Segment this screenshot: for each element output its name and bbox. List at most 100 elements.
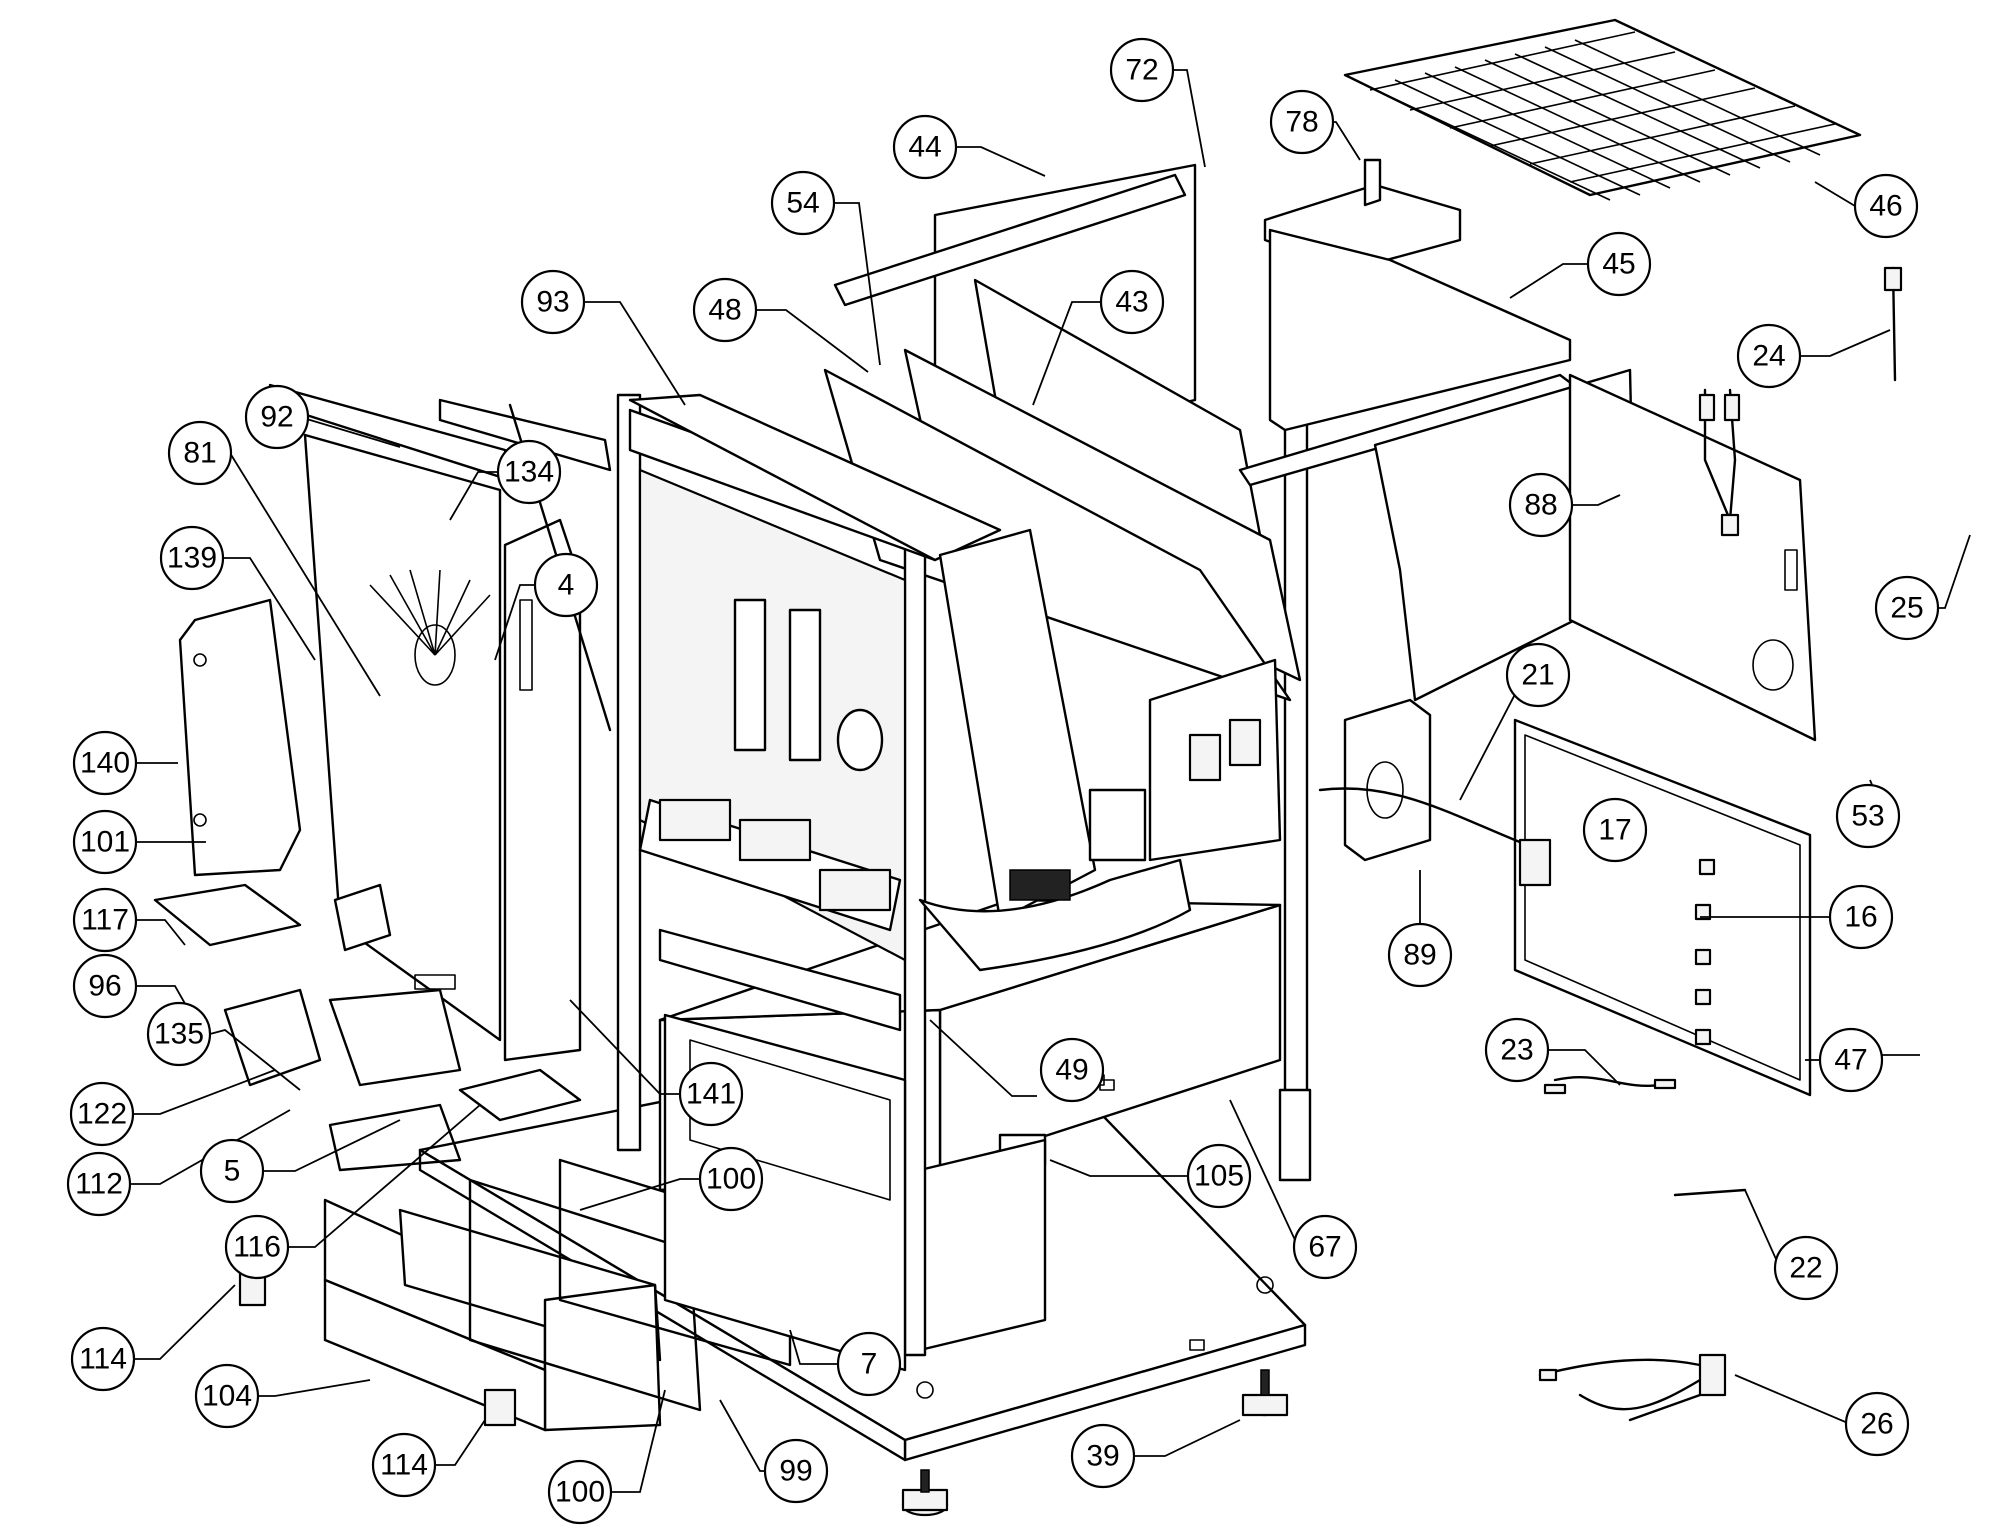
svg-text:53: 53 [1851,800,1884,833]
svg-text:47: 47 [1834,1044,1867,1077]
callout-114-lower: 114 [371,1432,437,1498]
svg-text:45: 45 [1602,248,1635,281]
svg-text:122: 122 [77,1098,127,1131]
callout-122: 122 [69,1081,135,1147]
callout-5: 5 [199,1138,265,1204]
svg-text:7: 7 [861,1348,878,1381]
callout-104: 104 [194,1363,260,1429]
callout-116: 116 [224,1214,290,1280]
svg-text:72: 72 [1125,54,1158,87]
svg-text:81: 81 [183,437,216,470]
svg-text:114: 114 [380,1449,428,1482]
callout-49: 49 [1039,1037,1105,1103]
callout-46: 46 [1853,173,1919,239]
svg-text:116: 116 [233,1231,281,1264]
callout-39: 39 [1070,1423,1136,1489]
svg-text:96: 96 [88,970,121,1003]
callout-135: 135 [146,1001,212,1067]
part-drawings [153,18,1903,1517]
svg-text:49: 49 [1055,1054,1088,1087]
callout-47: 47 [1818,1027,1884,1093]
power-cord [1318,787,1552,887]
svg-text:114: 114 [79,1343,127,1376]
grate [1343,18,1862,201]
svg-text:78: 78 [1285,106,1318,139]
burn-pot-area [658,598,892,912]
svg-text:17: 17 [1598,814,1631,847]
junction-box [1343,698,1432,862]
svg-text:16: 16 [1844,901,1877,934]
callout-43: 43 [1099,269,1165,335]
svg-text:46: 46 [1869,190,1902,223]
callout-134: 134 [496,439,562,505]
callout-4: 4 [533,552,599,618]
exhaust-duct [918,788,1192,972]
svg-text:104: 104 [202,1380,252,1413]
svg-text:100: 100 [555,1476,605,1509]
callout-72: 72 [1109,37,1175,103]
svg-text:117: 117 [81,904,129,937]
callout-96: 96 [72,953,138,1019]
callout-26: 26 [1844,1391,1910,1457]
callout-48: 48 [692,277,758,343]
svg-text:22: 22 [1789,1252,1822,1285]
callout-81: 81 [167,420,233,486]
callout-24: 24 [1736,323,1802,389]
callout-140: 140 [72,730,138,796]
callout-22: 22 [1773,1235,1839,1301]
callout-117: 117 [72,887,138,953]
callout-99: 99 [763,1438,829,1504]
svg-text:39: 39 [1086,1440,1119,1473]
side-cover [178,598,302,877]
callout-112: 112 [66,1151,132,1217]
svg-text:105: 105 [1194,1160,1244,1193]
callout-101: 101 [72,809,138,875]
callout-89: 89 [1387,922,1453,988]
svg-text:140: 140 [80,747,130,780]
svg-text:67: 67 [1308,1231,1341,1264]
svg-text:101: 101 [80,826,130,859]
callout-17: 17 [1582,797,1648,863]
callout-16: 16 [1828,884,1894,950]
svg-text:54: 54 [786,187,819,220]
ash-drawer [238,1158,792,1432]
callout-93: 93 [520,269,586,335]
svg-text:88: 88 [1524,489,1557,522]
svg-text:89: 89 [1403,939,1436,972]
adjustable-feet [901,1369,1289,1517]
svg-text:48: 48 [708,294,741,327]
callout-114-upper: 114 [70,1326,136,1392]
callout-105: 105 [1186,1143,1252,1209]
callout-25: 25 [1874,575,1940,641]
control-board [1148,658,1282,862]
callout-141: 141 [678,1061,744,1127]
svg-text:26: 26 [1860,1408,1893,1441]
svg-text:135: 135 [154,1018,204,1051]
svg-text:112: 112 [75,1168,123,1201]
svg-text:25: 25 [1890,592,1923,625]
callout-23: 23 [1484,1017,1550,1083]
svg-text:23: 23 [1500,1034,1533,1067]
callout-21: 21 [1505,642,1571,708]
callout-88: 88 [1508,472,1574,538]
callout-139: 139 [159,525,225,591]
frame-posts [1278,413,1312,1182]
callout-54: 54 [770,170,836,236]
door-assembly [268,383,612,1062]
svg-text:4: 4 [558,569,575,602]
door-panel-47 [1513,718,1812,1097]
callout-44: 44 [892,114,958,180]
svg-text:141: 141 [686,1078,736,1111]
small-parts [153,883,582,1172]
svg-text:93: 93 [536,286,569,319]
callout-78: 78 [1269,89,1335,155]
svg-text:21: 21 [1521,659,1554,692]
svg-text:5: 5 [224,1155,241,1188]
svg-text:134: 134 [504,456,554,489]
svg-text:100: 100 [706,1163,756,1196]
svg-text:43: 43 [1115,286,1148,319]
callouts: 72 44 78 46 54 45 93 48 43 24 92 81 134 … [66,37,1940,1525]
callout-53: 53 [1835,783,1901,849]
side-panel-53 [1568,373,1817,742]
